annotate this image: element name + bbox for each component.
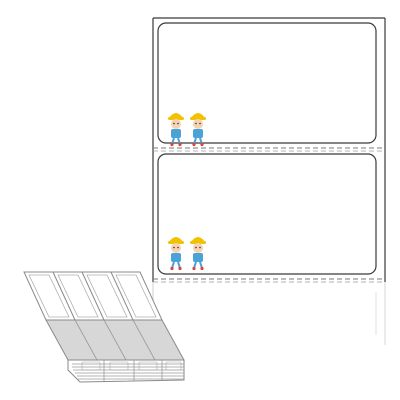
fanfold-label-stack	[23, 271, 185, 383]
label-stock-strip	[152, 17, 386, 345]
label-1	[157, 22, 377, 144]
label-2	[157, 153, 377, 275]
